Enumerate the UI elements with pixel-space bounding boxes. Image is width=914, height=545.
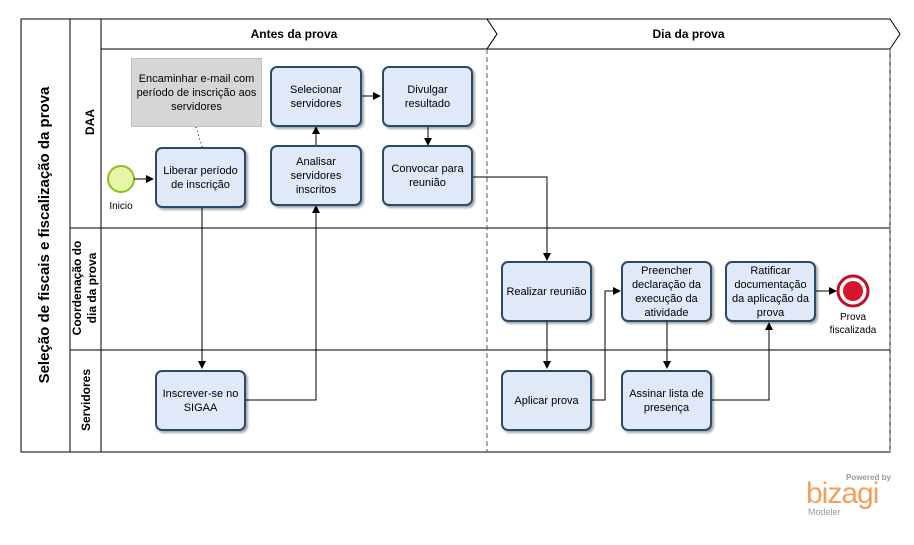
end-event-label-line1: Prova xyxy=(839,312,867,323)
lane-title-coordenacao: Coordenação do dia da prova xyxy=(70,228,102,348)
lane-title-coordenacao-line2: dia da prova xyxy=(85,252,99,324)
task-inscrever-sigaa[interactable]: Inscrever-se no SIGAA xyxy=(155,370,246,431)
logo-name: bizagi xyxy=(806,477,879,510)
end-event-label-line2: fiscalizada xyxy=(829,325,877,336)
task-ratificar-documentacao[interactable]: Ratificar documentação da aplicação da p… xyxy=(725,261,816,322)
lane-title-servidores: Servidores xyxy=(79,368,93,432)
task-preencher-declaracao[interactable]: Preencher declaração da execução da ativ… xyxy=(621,261,712,322)
lane-title-coordenacao-line1: Coordenação do xyxy=(70,240,84,336)
annotation-email[interactable]: Encaminhar e-mail com período de inscriç… xyxy=(131,58,262,127)
logo-product: Modeler xyxy=(808,507,841,517)
task-realizar-reuniao[interactable]: Realizar reunião xyxy=(501,261,592,322)
task-selecionar-servidores[interactable]: Selecionar servidores xyxy=(270,66,362,127)
flow-aplicar-preencher xyxy=(592,287,621,401)
lane-title-daa: DAA xyxy=(83,109,97,135)
logo-powered: Powered by xyxy=(846,473,891,482)
end-event-label: Prova fiscalizada xyxy=(818,311,888,337)
task-liberar-periodo[interactable]: Liberar período de inscrição xyxy=(155,147,246,208)
flow-assinar-ratificar xyxy=(712,322,773,401)
task-divulgar-resultado[interactable]: Divulgar resultado xyxy=(382,66,473,127)
phase-dia-title: Dia da prova xyxy=(652,27,725,41)
task-convocar-reuniao[interactable]: Convocar para reunião xyxy=(382,145,473,206)
task-assinar-lista[interactable]: Assinar lista de presença xyxy=(621,370,712,431)
flow-convocar-realizar xyxy=(473,176,551,261)
pool-title: Seleção de fiscais e fiscalização da pro… xyxy=(36,86,53,384)
flow-inscrever-analisar xyxy=(246,205,320,401)
bizagi-logo: Powered by bizagi Modeler xyxy=(800,470,900,520)
end-event-core xyxy=(843,281,863,301)
task-analisar-inscritos[interactable]: Analisar servidores inscritos xyxy=(270,145,362,206)
start-event[interactable] xyxy=(107,165,135,193)
phase-antes-title: Antes da prova xyxy=(250,27,338,41)
start-event-label: Inicio xyxy=(109,201,133,212)
task-aplicar-prova[interactable]: Aplicar prova xyxy=(501,370,592,431)
